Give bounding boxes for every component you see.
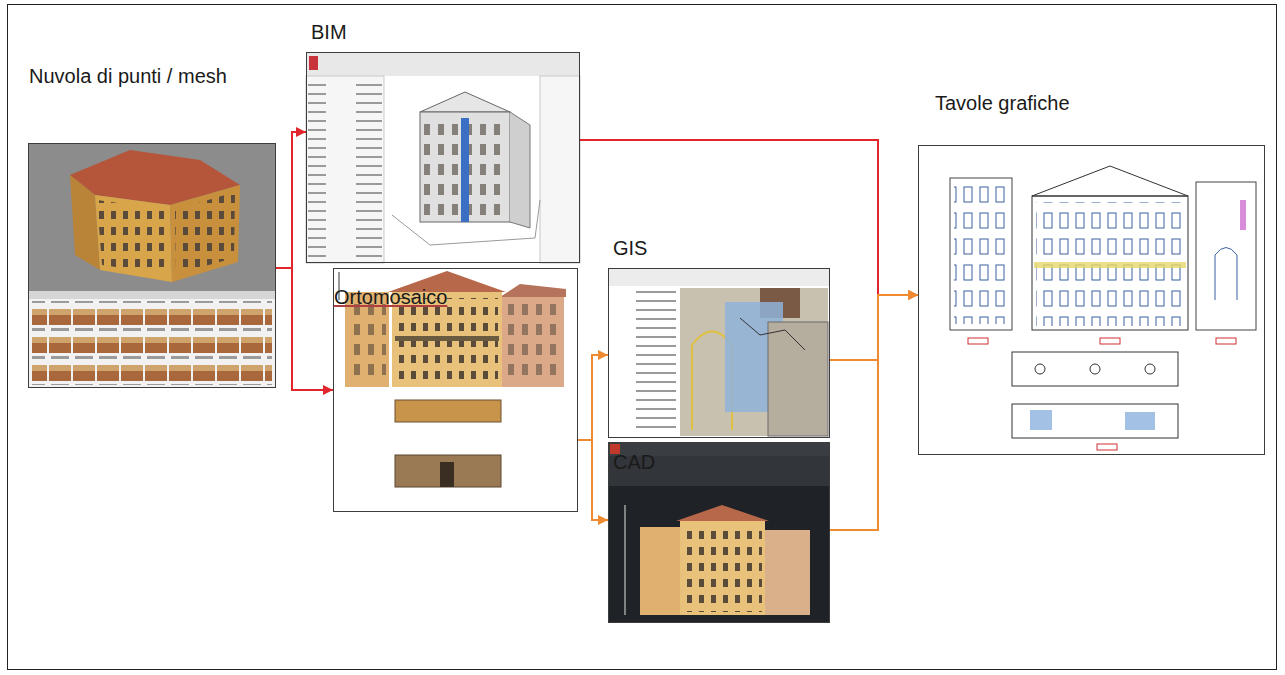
flow-arrow bbox=[580, 140, 918, 295]
roof bbox=[500, 284, 566, 297]
properties-lines bbox=[308, 82, 382, 258]
flow-arrow bbox=[830, 295, 918, 360]
flow-arrow bbox=[276, 268, 333, 390]
panel-heading: Ortomosaico bbox=[334, 285, 447, 309]
panel-heading: CAD bbox=[613, 450, 655, 474]
map-stone bbox=[680, 288, 828, 436]
image-panel: Ortomosaico bbox=[333, 268, 578, 512]
rosette bbox=[1035, 364, 1045, 374]
browser-panel bbox=[540, 76, 580, 263]
tag bbox=[1100, 338, 1120, 344]
portico-strip bbox=[395, 455, 501, 487]
pediment bbox=[420, 92, 510, 112]
pediment bbox=[1032, 166, 1188, 196]
palazzo bbox=[680, 521, 765, 615]
properties-panel bbox=[306, 76, 384, 263]
tag bbox=[968, 338, 988, 344]
door bbox=[440, 462, 454, 487]
palazzo bbox=[1032, 196, 1188, 330]
tag bbox=[1216, 338, 1236, 344]
image-panel: Tavole grafiche bbox=[918, 145, 1265, 455]
portico-drawing bbox=[1012, 404, 1178, 438]
soffit-drawing bbox=[1012, 352, 1178, 386]
photo bbox=[768, 322, 828, 436]
image-panel: BIM bbox=[306, 52, 580, 263]
sheet bbox=[333, 268, 578, 512]
rosette bbox=[1090, 364, 1100, 374]
gis-window bbox=[608, 268, 830, 438]
windows bbox=[97, 200, 170, 275]
panel-heading: BIM bbox=[311, 20, 347, 44]
orthomosaic bbox=[333, 268, 578, 512]
thumbnails bbox=[32, 301, 272, 385]
window-bg bbox=[608, 268, 830, 438]
image-panel: GIS bbox=[608, 268, 830, 438]
flow-arrow bbox=[276, 132, 306, 268]
drawn-windows bbox=[954, 184, 1010, 324]
windows bbox=[505, 300, 561, 384]
facade bbox=[170, 185, 240, 282]
mapped-area bbox=[1240, 200, 1246, 230]
sheet bbox=[918, 145, 1265, 455]
layer-tree bbox=[610, 290, 678, 435]
toolbar bbox=[28, 291, 276, 299]
side-building bbox=[1196, 182, 1256, 330]
facade bbox=[70, 175, 100, 270]
roof bbox=[676, 505, 769, 521]
window-bg bbox=[608, 442, 830, 623]
drawing-sheet bbox=[918, 145, 1265, 455]
tag bbox=[1097, 444, 1117, 450]
windows bbox=[348, 296, 386, 384]
building bbox=[765, 530, 810, 615]
panel-heading: GIS bbox=[613, 236, 647, 260]
windows bbox=[175, 192, 235, 274]
drawn-arch bbox=[1215, 248, 1237, 301]
side bbox=[510, 112, 530, 228]
rosette bbox=[1145, 364, 1155, 374]
window-bg bbox=[306, 52, 580, 263]
viewport bbox=[28, 143, 276, 291]
mapped-area bbox=[1030, 410, 1052, 430]
point-cloud-view bbox=[28, 143, 276, 388]
panel-heading: Nuvola di punti / mesh bbox=[29, 64, 227, 88]
axis bbox=[625, 505, 626, 615]
mapped-area bbox=[1125, 412, 1155, 430]
photo-strip bbox=[28, 291, 276, 388]
cad-window bbox=[608, 442, 830, 623]
building bbox=[640, 527, 680, 615]
facade bbox=[420, 112, 510, 222]
app-icon bbox=[309, 56, 318, 70]
selected-column bbox=[461, 118, 469, 222]
outer-frame bbox=[8, 5, 1277, 670]
side-building bbox=[950, 178, 1012, 330]
panel-heading: Tavole grafiche bbox=[935, 91, 1070, 115]
toolbar bbox=[608, 268, 830, 286]
flow-arrow bbox=[578, 440, 608, 520]
windows bbox=[396, 298, 498, 384]
flow-arrow bbox=[830, 295, 918, 530]
bim-window bbox=[306, 52, 580, 263]
image-panel: Nuvola di punti / mesh bbox=[28, 143, 276, 388]
soffit-strip bbox=[395, 400, 501, 422]
image-panel: CAD bbox=[608, 442, 830, 623]
balcony bbox=[395, 336, 499, 341]
facade bbox=[95, 195, 172, 282]
windows bbox=[683, 526, 762, 612]
balcony bbox=[1034, 262, 1186, 268]
ribbon bbox=[306, 52, 580, 76]
building bbox=[502, 297, 564, 387]
crack-line bbox=[740, 318, 805, 350]
flow-arrow bbox=[578, 355, 608, 440]
